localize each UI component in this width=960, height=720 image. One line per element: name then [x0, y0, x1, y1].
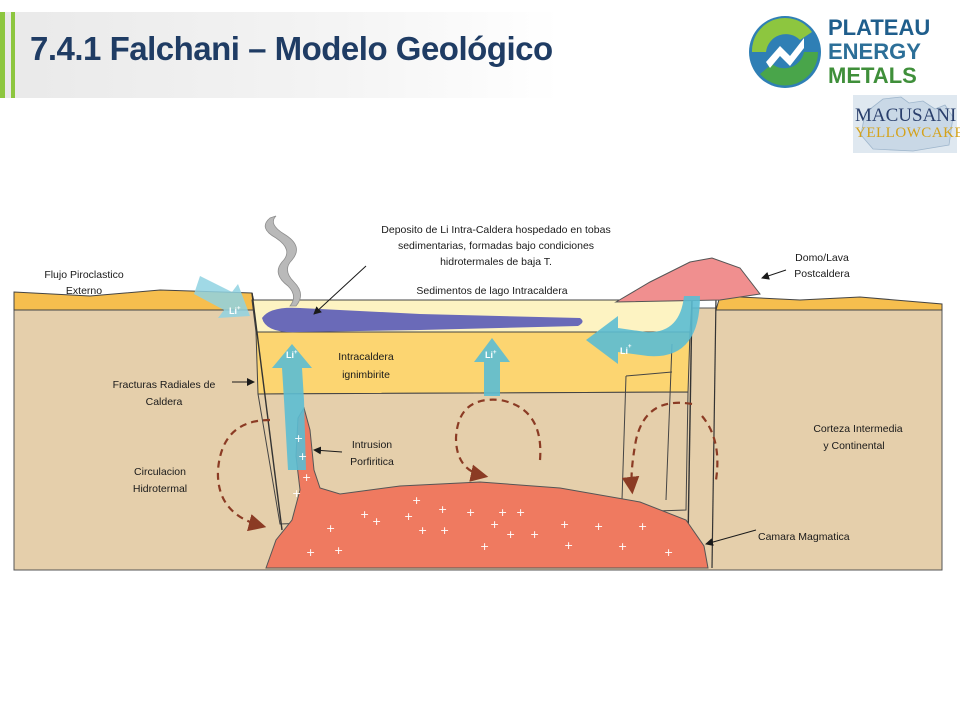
smoke-plume	[264, 215, 301, 307]
svg-text:+: +	[560, 518, 569, 531]
svg-text:+: +	[594, 520, 603, 533]
leader-deposito	[313, 265, 367, 315]
title-bar	[0, 12, 560, 98]
svg-text:+: +	[516, 506, 525, 519]
svg-text:+: +	[618, 540, 627, 553]
label-flujo-line2: Externo	[66, 285, 102, 297]
pyroclastic-surface-right	[715, 295, 943, 311]
label-fracturas-line2: Caldera	[146, 396, 183, 408]
caldera-fault-step	[625, 371, 673, 377]
label-intrusion-line1: Intrusion	[352, 439, 392, 451]
leader-intrusion	[313, 446, 343, 455]
label-domo-line1: Domo/Lava	[795, 252, 849, 264]
li-fluid-arrow-fault	[272, 344, 312, 470]
svg-text:+: +	[440, 524, 449, 537]
svg-text:+: +	[466, 506, 475, 519]
macusani-logo-line1: MACUSANI	[855, 105, 957, 126]
label-fracturas-line1: Fracturas Radiales de	[113, 379, 216, 391]
label-intracaldera-line1: Intracaldera	[338, 351, 394, 363]
caldera-fault-outer-right	[711, 297, 717, 569]
label-intracaldera-line2: ignimbirite	[342, 369, 390, 381]
svg-text:+: +	[480, 540, 489, 553]
lithium-deposit	[262, 307, 583, 333]
macusani-map-outline-icon	[860, 96, 954, 152]
label-corteza-line2: y Continental	[823, 440, 884, 452]
label-flujo-line1: Flujo Piroclastico	[44, 269, 124, 281]
label-domo-line2: Postcaldera	[794, 268, 850, 280]
label-circulacion-line2: Hidrotermal	[133, 483, 187, 495]
li-marker-4: Li+	[620, 344, 632, 356]
li-marker-1: Li+	[229, 306, 241, 316]
svg-text:+: +	[302, 471, 311, 484]
svg-text:+: +	[490, 518, 499, 531]
circulation-cell-center	[454, 398, 542, 482]
macusani-yellowcake-logo: MACUSANI YELLOWCAKE	[853, 95, 960, 153]
plateau-energy-metals-logo: PLATEAU ENERGY METALS	[742, 12, 954, 92]
macusani-logo-line2: YELLOWCAKE	[855, 125, 960, 141]
plateau-logo-line2: ENERGY	[828, 39, 921, 64]
postcaldera-dome	[614, 257, 761, 303]
slide-title: 7.4.1 Falchani – Modelo Geológico	[30, 30, 553, 67]
label-corteza-line1: Corteza Intermedia	[813, 423, 902, 435]
label-deposito-line3: hidrotermales de baja T.	[440, 256, 552, 268]
svg-text:+: +	[438, 503, 447, 516]
label-deposito-line2: sedimentarias, formadas bajo condiciones	[398, 240, 594, 252]
title-accent-bar	[0, 12, 5, 98]
li-marker-3: Li+	[485, 350, 497, 360]
svg-text:+: +	[564, 539, 573, 552]
svg-text:+: +	[292, 487, 301, 500]
li-fluid-arrow-dome	[586, 296, 700, 364]
svg-text:+: +	[326, 522, 335, 535]
label-sedimentos: Sedimentos de lago Intracaldera	[416, 285, 567, 297]
svg-text:+: +	[306, 546, 315, 559]
title-accent-bar-2	[11, 12, 15, 98]
svg-text:+: +	[412, 494, 421, 507]
magma-chamber	[265, 406, 709, 569]
label-intrusion-line2: Porfiritica	[350, 456, 394, 468]
label-deposito-line1: Deposito de Li Intra-Caldera hospedado e…	[381, 224, 610, 236]
svg-text:+: +	[498, 506, 507, 519]
svg-text:+: +	[638, 520, 647, 533]
magma-crystal-marks: + + + + + + + + + + + + + + + + + + + + …	[292, 432, 673, 559]
circulation-cell-right	[621, 401, 693, 495]
leader-camara	[705, 529, 757, 546]
svg-text:+: +	[664, 546, 673, 559]
svg-text:+: +	[418, 524, 427, 537]
svg-text:+: +	[506, 528, 515, 541]
svg-text:+: +	[360, 508, 369, 521]
svg-text:+: +	[334, 544, 343, 557]
svg-text:+: +	[298, 450, 307, 463]
li-fluid-arrow-center	[474, 338, 510, 396]
caldera-fault-inner-1	[665, 343, 673, 501]
li-marker-2: Li+	[286, 350, 298, 360]
label-camara: Camara Magmatica	[758, 531, 850, 543]
circulation-cell-right-2	[701, 415, 719, 481]
plateau-logo-mark-icon	[749, 16, 821, 88]
li-fluid-arrow-left	[194, 276, 250, 318]
svg-text:+: +	[372, 515, 381, 528]
svg-text:+: +	[294, 432, 303, 445]
plateau-logo-text: PLATEAU ENERGY METALS	[828, 16, 930, 88]
svg-text:+: +	[404, 510, 413, 523]
label-circulacion-line1: Circulacion	[134, 466, 186, 478]
caldera-fault-left	[251, 292, 283, 531]
leader-domo	[761, 269, 787, 280]
plateau-logo-line3: METALS	[828, 63, 917, 88]
caldera-fault-right	[687, 299, 693, 541]
circulation-cell-left	[216, 418, 271, 532]
plateau-logo-line1: PLATEAU	[828, 15, 931, 40]
svg-text:+: +	[530, 528, 539, 541]
